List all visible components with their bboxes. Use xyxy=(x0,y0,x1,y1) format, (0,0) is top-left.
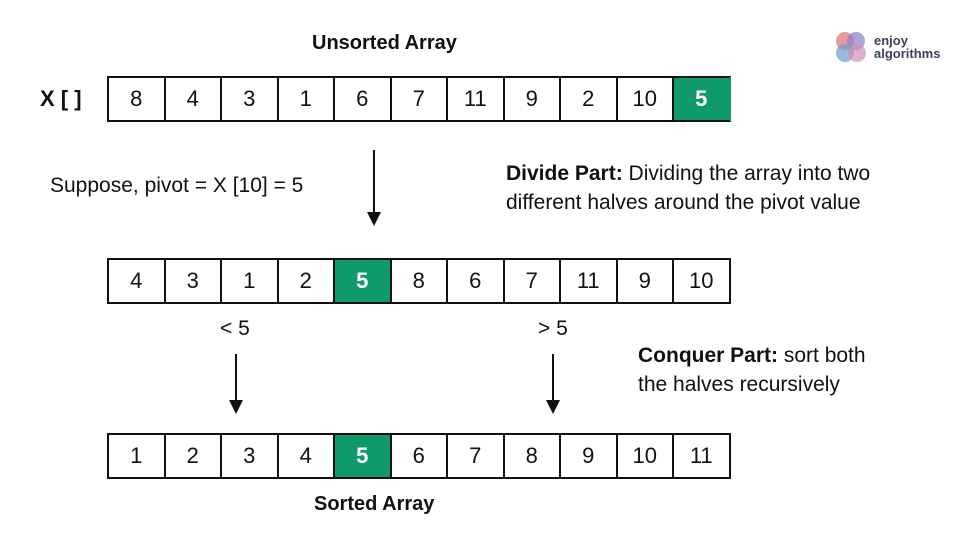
divide-part-text: Divide Part: Dividing the array into two… xyxy=(506,159,870,217)
arrow-down-right-icon xyxy=(546,354,560,414)
logo-text-line1: enjoy xyxy=(874,33,908,48)
unsorted-array-cell: 2 xyxy=(561,76,618,122)
unsorted-array-cell: 10 xyxy=(617,76,674,122)
right-half-label: > 5 xyxy=(538,317,568,340)
sorted-array-cell: 9 xyxy=(561,433,618,479)
logo: enjoy algorithms xyxy=(832,28,942,68)
unsorted-array-cell: 5 xyxy=(674,76,731,122)
sorted-array-cell: 5 xyxy=(335,433,392,479)
array-label: X [ ] xyxy=(40,86,82,111)
partitioned-array-cell: 10 xyxy=(674,258,731,304)
conquer-part-text: Conquer Part: sort both the halves recur… xyxy=(638,341,866,399)
partitioned-array-cell: 11 xyxy=(561,258,618,304)
sorted-array-cell: 11 xyxy=(674,433,731,479)
sorted-array-cell: 3 xyxy=(222,433,279,479)
sorted-array-cell: 6 xyxy=(391,433,448,479)
unsorted-array-cell: 11 xyxy=(448,76,505,122)
divide-part-heading: Divide Part: xyxy=(506,162,623,185)
sorted-array-cell: 1 xyxy=(109,433,166,479)
left-half-label: < 5 xyxy=(220,317,250,340)
unsorted-array-title: Unsorted Array xyxy=(312,32,457,54)
partitioned-array-cell: 4 xyxy=(109,258,166,304)
divide-part-line2: different halves around the pivot value xyxy=(506,191,861,214)
divide-part-line1: Dividing the array into two xyxy=(622,162,871,185)
sorted-array-cell: 8 xyxy=(504,433,561,479)
partitioned-array-cell: 6 xyxy=(448,258,505,304)
logo-icon xyxy=(836,32,866,62)
sorted-array-cell: 10 xyxy=(617,433,674,479)
unsorted-array-cell: 3 xyxy=(222,76,279,122)
partitioned-array-cell: 3 xyxy=(165,258,222,304)
logo-text-line2: algorithms xyxy=(874,46,941,61)
sorted-array-title: Sorted Array xyxy=(314,493,435,515)
unsorted-array-cell: 9 xyxy=(504,76,561,122)
sorted-array-cell: 7 xyxy=(448,433,505,479)
pivot-note: Suppose, pivot = X [10] = 5 xyxy=(50,174,304,197)
unsorted-array-cell: 8 xyxy=(109,76,166,122)
partitioned-array-cell: 7 xyxy=(504,258,561,304)
conquer-part-line1: sort both xyxy=(778,344,866,367)
arrow-down-left-icon xyxy=(229,354,243,414)
unsorted-array-cell: 7 xyxy=(391,76,448,122)
partitioned-array-cell: 8 xyxy=(391,258,448,304)
unsorted-array-cell: 4 xyxy=(165,76,222,122)
sorted-array-cell: 2 xyxy=(165,433,222,479)
arrow-down-icon xyxy=(367,150,381,226)
partitioned-array-cell: 1 xyxy=(222,258,279,304)
partitioned-array-cell: 2 xyxy=(278,258,335,304)
unsorted-array-cell: 6 xyxy=(335,76,392,122)
partitioned-array-cell: 9 xyxy=(617,258,674,304)
conquer-part-line2: the halves recursively xyxy=(638,373,840,396)
sorted-array-cell: 4 xyxy=(278,433,335,479)
unsorted-array-cell: 1 xyxy=(278,76,335,122)
partitioned-array-cell: 5 xyxy=(335,258,392,304)
conquer-part-heading: Conquer Part: xyxy=(638,344,779,367)
